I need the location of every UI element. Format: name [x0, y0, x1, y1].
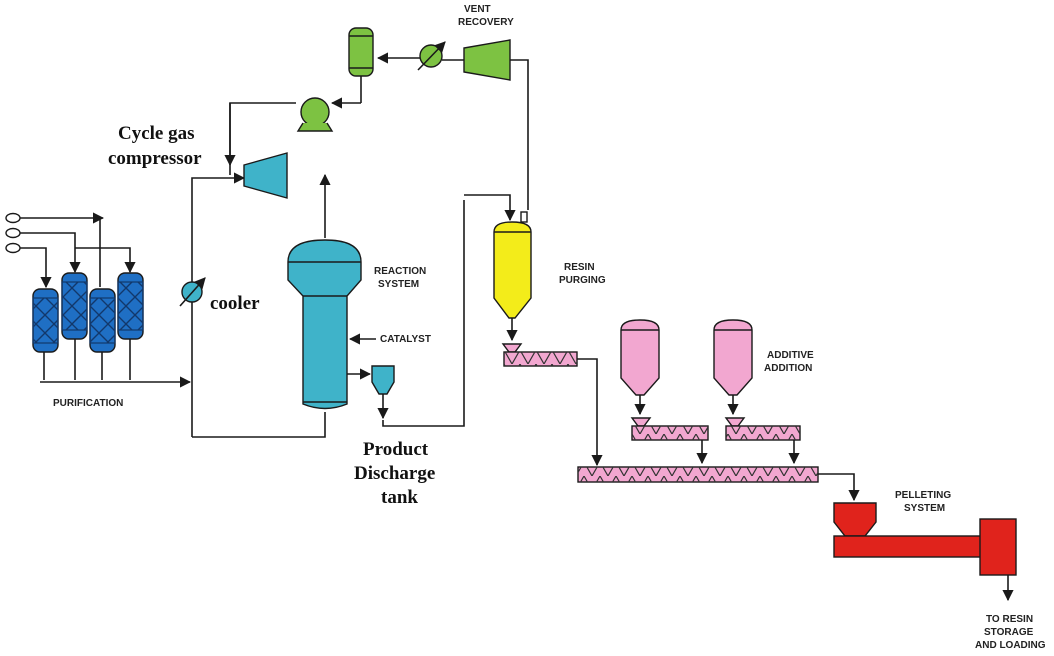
heat-exchanger-icon: [417, 41, 446, 71]
reaction-system-label-line2: SYSTEM: [378, 279, 419, 290]
main-screw-conveyor: [577, 466, 860, 502]
product-discharge-tank-label-line2: Discharge: [354, 463, 435, 484]
to-resin-storage-label-line1: TO RESIN: [986, 614, 1033, 625]
feed-valve-icon: [724, 417, 746, 427]
cooler-heat-exchanger: [179, 277, 206, 307]
feed-valve-icon: [630, 417, 652, 427]
feed-valve-icon: [5, 212, 21, 254]
pelleting-system: [833, 502, 1017, 602]
screw-conveyor-icon: [504, 352, 577, 366]
purification-label: PURIFICATION: [53, 398, 123, 409]
product-discharge-tank-label-line3: tank: [381, 487, 418, 508]
additive-hopper-1: [620, 319, 709, 465]
resin-purging-label-line1: RESIN: [564, 262, 595, 273]
screw-conveyor-1: [501, 343, 603, 467]
pump-icon: [296, 97, 334, 132]
additive-hopper-2: [713, 319, 801, 465]
purification-bed-3: [89, 288, 116, 353]
vent-recovery-label-line2: RECOVERY: [458, 17, 514, 28]
cooler-label: cooler: [210, 293, 260, 314]
cycle-gas-compressor: [243, 152, 288, 199]
cycle-gas-compressor-label-line2: compressor: [108, 148, 202, 169]
reaction-system-label-line1: REACTION: [374, 266, 426, 277]
purification-bed-1: [32, 288, 59, 353]
screw-conveyor-icon: [632, 426, 708, 440]
cycle-gas-compressor-label-line1: Cycle gas: [118, 123, 195, 144]
pelleting-system-label-line2: SYSTEM: [904, 503, 945, 514]
vent-recovery: [296, 27, 529, 210]
cycle-gas-loop: [191, 102, 331, 438]
purification-beds: [32, 272, 144, 353]
pelleting-system-label-line1: PELLETING: [895, 490, 951, 501]
feed-inlets: [5, 212, 136, 289]
screw-conveyor-icon: [578, 467, 818, 482]
purification-bed-2: [61, 272, 88, 340]
product-discharge-tank: [347, 194, 516, 427]
reactor-vessel: [287, 239, 362, 410]
additive-addition-label-line2: ADDITION: [764, 363, 812, 374]
purification-bed-4: [117, 272, 144, 340]
additive-addition-label-line1: ADDITIVE: [767, 350, 814, 361]
resin-purging-label-line2: PURGING: [559, 275, 606, 286]
compressor-icon: [463, 39, 511, 81]
resin-purging-vessel: [493, 211, 532, 342]
feed-valve-icon: [501, 343, 523, 353]
catalyst-label: CATALYST: [380, 334, 431, 345]
compressor-icon: [243, 152, 288, 199]
purification-outlets: [40, 339, 192, 388]
product-discharge-tank-label-line1: Product: [363, 439, 429, 460]
vent-recovery-label-line1: VENT: [464, 4, 491, 15]
to-resin-storage-label-line2: STORAGE: [984, 627, 1034, 638]
to-resin-storage-label-line3: AND LOADING: [975, 640, 1046, 651]
screw-conveyor-icon: [726, 426, 800, 440]
